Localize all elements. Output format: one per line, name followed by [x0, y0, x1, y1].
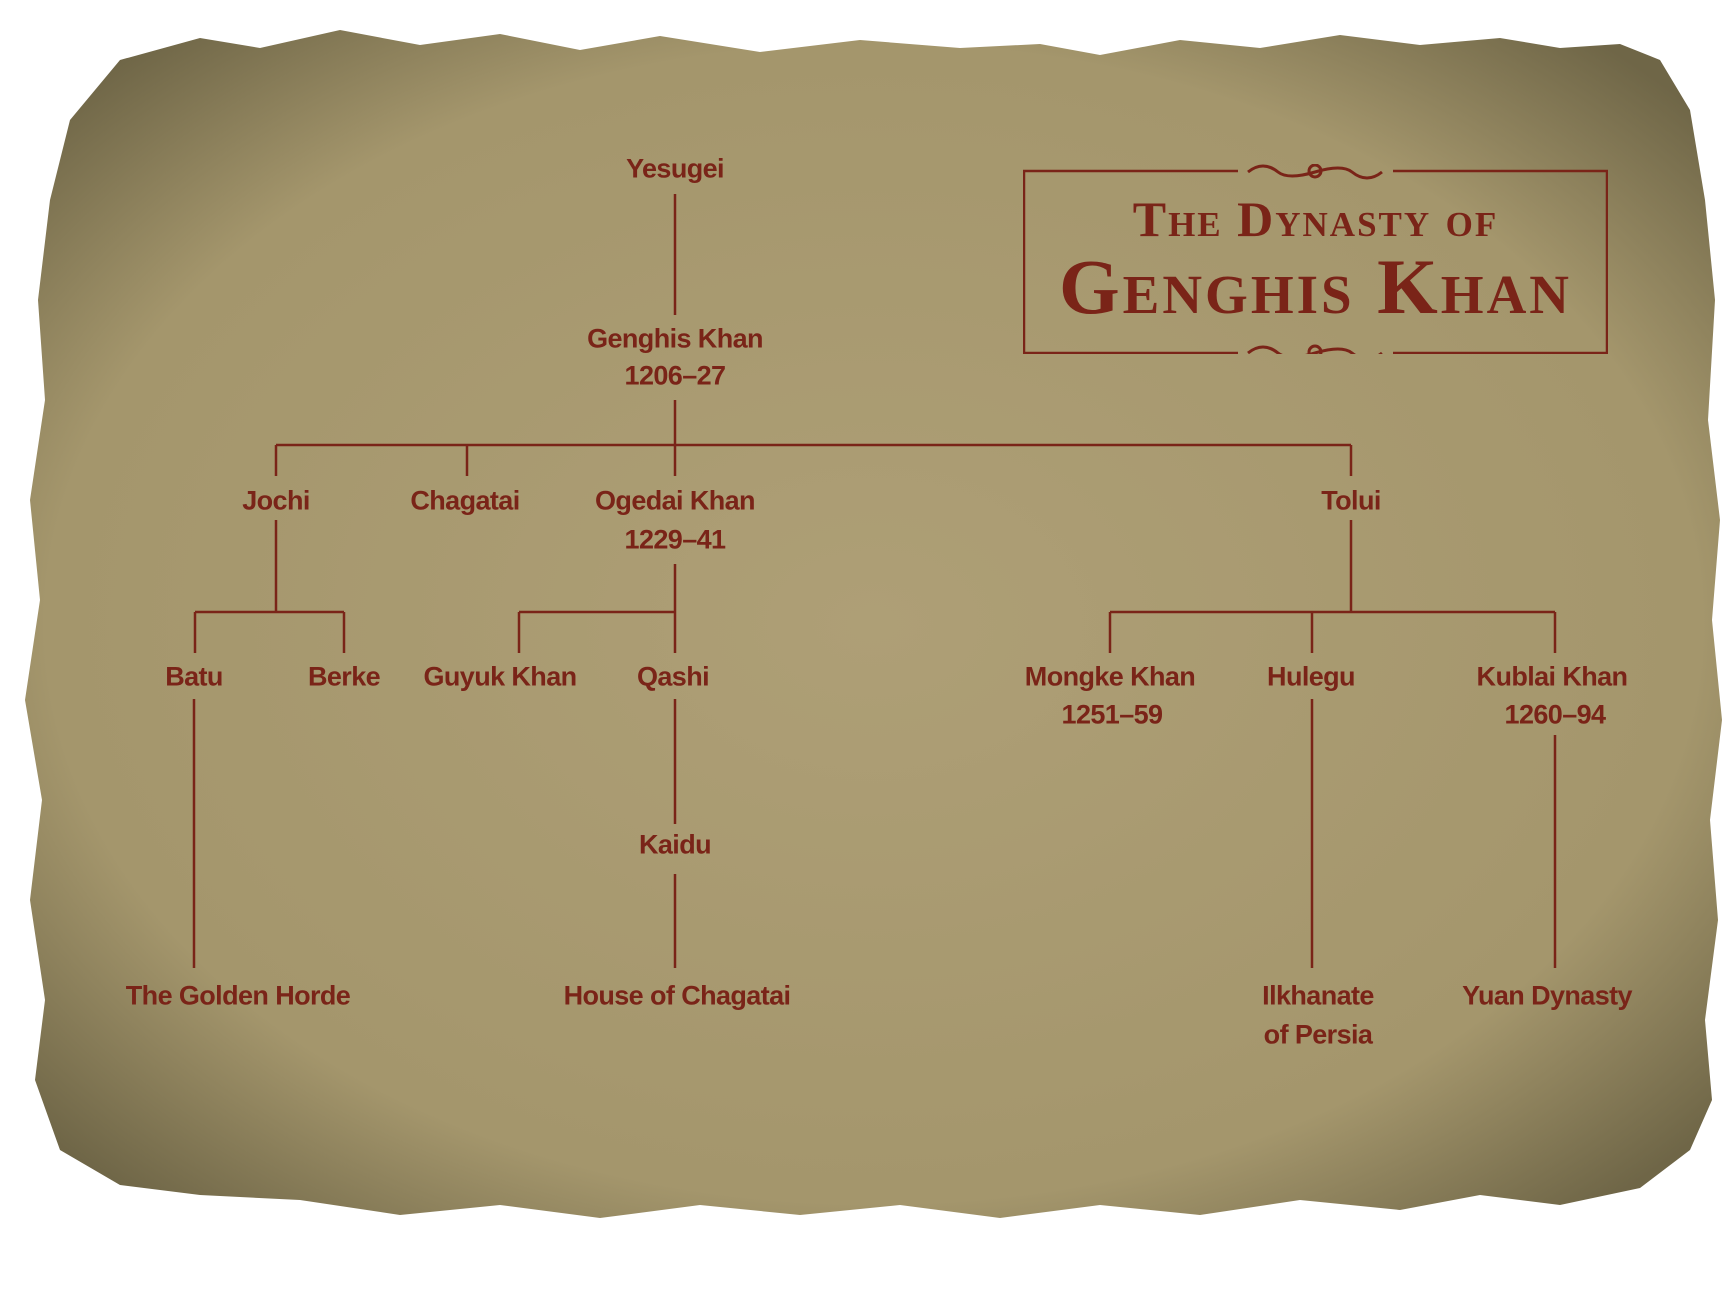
title-panel: The Dynasty of Genghis Khan: [1023, 164, 1608, 354]
realm-yuan-dynasty: Yuan Dynasty: [1462, 980, 1632, 1011]
reign-kublai: 1260–94: [1504, 699, 1607, 730]
title-line-2: Genghis Khan: [1058, 243, 1573, 330]
person-chagatai: Chagatai: [410, 485, 520, 516]
person-yesugei: Yesugei: [626, 153, 724, 184]
person-berke: Berke: [307, 661, 381, 692]
person-jochi: Jochi: [242, 485, 310, 516]
reign-ogedai: 1229–41: [624, 524, 727, 555]
person-tolui: Tolui: [1321, 485, 1381, 516]
parchment-sheet: [25, 30, 1722, 1218]
person-genghis: Genghis Khan: [587, 323, 763, 354]
person-kublai: Kublai Khan: [1476, 661, 1629, 692]
person-qashi: Qashi: [636, 661, 710, 692]
person-guyuk: Guyuk Khan: [423, 661, 577, 692]
person-kaidu: Kaidu: [638, 829, 712, 860]
title-line-1: The Dynasty of: [1132, 191, 1499, 247]
reign-mongke: 1251–59: [1061, 699, 1164, 730]
title-frame: [1023, 164, 1608, 354]
person-hulegu: Hulegu: [1267, 661, 1356, 692]
person-batu: Batu: [165, 661, 223, 692]
reign-genghis: 1206–27: [624, 360, 727, 391]
person-mongke: Mongke Khan: [1024, 661, 1196, 692]
ornament-flourish-icon: [1247, 164, 1383, 354]
realm-house-of-chagatai: House of Chagatai: [563, 980, 791, 1011]
person-ogedai: Ogedai Khan: [595, 485, 756, 516]
realm-golden-horde: The Golden Horde: [125, 980, 351, 1011]
realm-ilkhanate-persia: of Persia: [1263, 1019, 1373, 1050]
realm-ilkhanate: Ilkhanate: [1262, 980, 1374, 1011]
